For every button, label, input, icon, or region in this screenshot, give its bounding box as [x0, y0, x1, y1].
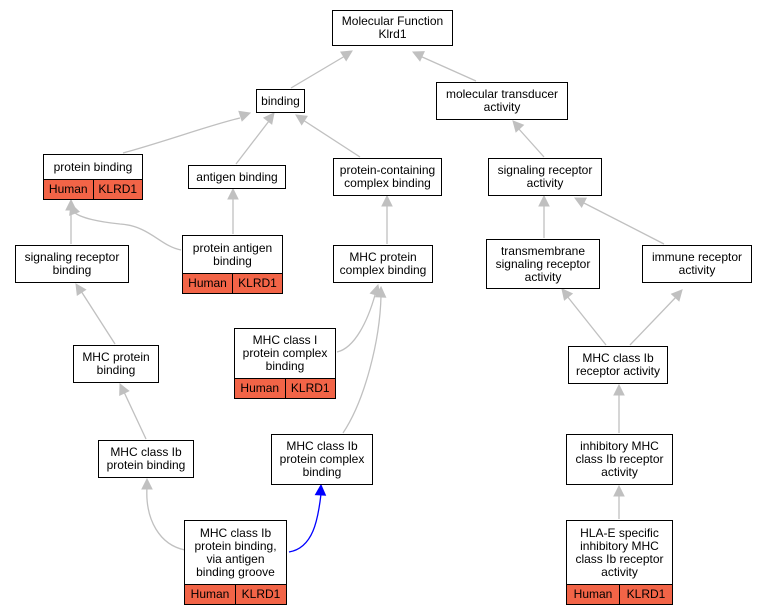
node-label: signaling receptor binding: [24, 250, 120, 277]
annotation-gene: KLRD1: [232, 274, 282, 293]
edge: [342, 295, 382, 434]
edge: [566, 295, 607, 346]
annotation-row: Human KLRD1: [235, 378, 335, 398]
node-label: protein-containing complex binding: [339, 163, 436, 190]
node-mhc-class-ib-binding-antigen-groove[interactable]: MHC class Ib protein binding, via antige…: [184, 520, 287, 605]
node-protein-antigen-binding[interactable]: protein antigen binding Human KLRD1: [182, 235, 283, 294]
edge-arrowhead: [141, 477, 153, 490]
edge: [302, 119, 361, 158]
edge-arrowhead: [381, 194, 393, 207]
annotation-gene: KLRD1: [235, 585, 286, 604]
edge: [146, 486, 186, 551]
highlighted-edge: [288, 493, 322, 553]
edge-arrowhead: [561, 288, 574, 301]
node-label: HLA-E specific inhibitory MHC class Ib r…: [575, 525, 664, 579]
node-inhibitory-mhc-class-ib-receptor-activity[interactable]: inhibitory MHC class Ib receptor activit…: [566, 434, 673, 485]
edge-arrowhead: [227, 187, 239, 200]
edge: [235, 120, 270, 165]
edge-arrowhead: [613, 484, 625, 497]
node-label: MHC class Ib protein complex binding: [279, 439, 365, 479]
node-label: MHC protein binding: [82, 350, 150, 377]
annotation-row: Human KLRD1: [183, 273, 282, 293]
edge-arrowhead: [314, 483, 327, 496]
edge-arrowhead: [75, 283, 87, 296]
node-protein-binding[interactable]: protein binding Human KLRD1: [43, 154, 143, 200]
annotation-gene: KLRD1: [92, 180, 143, 199]
node-mhc-protein-binding[interactable]: MHC protein binding: [73, 345, 159, 383]
edge-arrowhead: [340, 50, 353, 62]
node-antigen-binding[interactable]: antigen binding: [188, 165, 286, 189]
edge-arrowhead: [295, 114, 308, 126]
node-label: MHC protein complex binding: [339, 250, 427, 277]
node-label: MHC class Ib protein binding, via antige…: [194, 525, 277, 579]
edge: [581, 201, 665, 245]
edge: [290, 55, 346, 89]
annotation-species: Human: [573, 587, 613, 601]
node-signaling-receptor-activity[interactable]: signaling receptor activity: [488, 158, 602, 196]
annotation-row: Human KLRD1: [185, 584, 286, 604]
annotation-gene: KLRD1: [284, 379, 336, 398]
edge: [73, 211, 182, 251]
node-mhc-class-i-protein-complex-binding[interactable]: MHC class I protein complex binding Huma…: [234, 328, 336, 399]
node-label: inhibitory MHC class Ib receptor activit…: [575, 439, 664, 479]
annotation-row: Human KLRD1: [44, 179, 142, 199]
node-label: MHC class I protein complex binding: [242, 333, 328, 373]
node-molecular-function[interactable]: Molecular Function Klrd1: [332, 10, 453, 46]
edge: [123, 391, 147, 440]
edge-arrowhead: [238, 110, 252, 122]
annotation-gene: KLRD1: [619, 585, 672, 604]
edge-arrowhead: [411, 51, 425, 62]
edge-arrowhead: [574, 197, 587, 208]
node-label: transmembrane signaling receptor activit…: [495, 243, 591, 284]
edge: [629, 295, 678, 346]
node-label: binding: [261, 93, 300, 108]
node-protein-containing-complex-binding[interactable]: protein-containing complex binding: [333, 158, 442, 196]
annotation-species: Human: [188, 276, 227, 290]
edge: [80, 290, 116, 345]
node-label: molecular transducer activity: [445, 87, 559, 114]
node-signaling-receptor-binding[interactable]: signaling receptor binding: [15, 245, 129, 283]
node-transmembrane-signaling-receptor-activity[interactable]: transmembrane signaling receptor activit…: [486, 239, 600, 289]
annotation-species: Human: [190, 587, 230, 601]
annotation-row: Human KLRD1: [567, 584, 672, 604]
node-mhc-class-ib-protein-binding[interactable]: MHC class Ib protein binding: [98, 440, 194, 478]
edge: [122, 117, 241, 154]
node-label: immune receptor activity: [651, 250, 743, 277]
annotation-species: Human: [240, 381, 280, 395]
annotation-species: Human: [48, 182, 88, 196]
edge-arrowhead: [538, 194, 550, 207]
edge-arrowhead: [512, 120, 525, 133]
node-hla-e-specific-inhibitory-receptor-activity[interactable]: HLA-E specific inhibitory MHC class Ib r…: [566, 520, 673, 605]
node-mhc-class-ib-protein-complex-binding[interactable]: MHC class Ib protein complex binding: [271, 434, 373, 485]
edge-arrowhead: [670, 289, 683, 302]
edge: [336, 294, 376, 353]
edge-arrowhead: [613, 383, 625, 396]
node-label: MHC class Ib protein binding: [106, 445, 186, 472]
node-label: antigen binding: [196, 169, 278, 184]
node-molecular-transducer-activity[interactable]: molecular transducer activity: [436, 82, 568, 120]
node-label: Molecular Function Klrd1: [341, 14, 444, 41]
edge-arrowhead: [374, 285, 387, 298]
node-label: signaling receptor activity: [497, 163, 593, 190]
node-binding[interactable]: binding: [256, 89, 305, 113]
node-mhc-class-ib-receptor-activity[interactable]: MHC class Ib receptor activity: [568, 346, 668, 384]
edge-arrowhead: [69, 202, 81, 216]
edge: [517, 127, 545, 158]
node-label: MHC class Ib receptor activity: [575, 351, 661, 378]
node-immune-receptor-activity[interactable]: immune receptor activity: [642, 245, 752, 283]
edge: [419, 55, 477, 82]
node-label: protein antigen binding: [192, 240, 273, 268]
node-label: protein binding: [53, 159, 133, 174]
node-mhc-protein-complex-binding[interactable]: MHC protein complex binding: [333, 245, 433, 283]
edge-arrowhead: [262, 112, 275, 125]
edge-arrowhead: [119, 382, 130, 396]
